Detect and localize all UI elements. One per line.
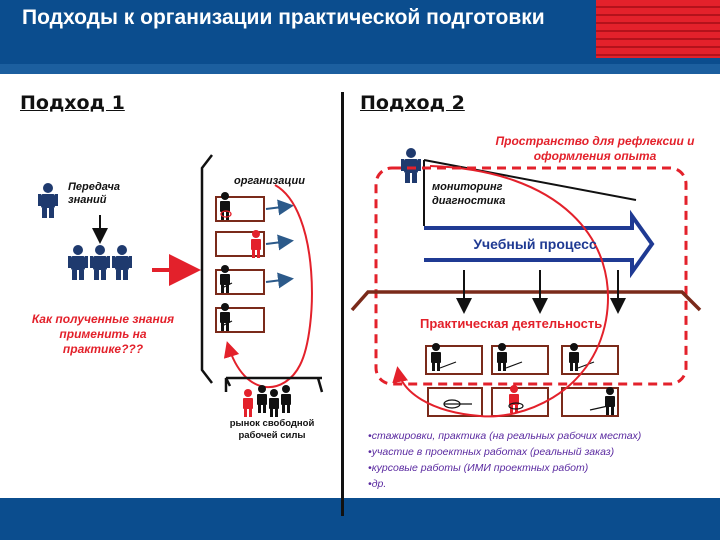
org-arrow-3 bbox=[265, 272, 294, 289]
teacher-icon bbox=[38, 183, 58, 218]
approach1-heading: Подход 1 bbox=[20, 92, 125, 114]
question-text: Как полученные знания применить на практ… bbox=[31, 312, 175, 356]
monitoring-label: мониторинг диагностика bbox=[432, 181, 506, 207]
center-divider bbox=[341, 92, 344, 516]
process-arrow bbox=[424, 209, 655, 279]
header-underline bbox=[0, 64, 720, 74]
org-arrow-2 bbox=[265, 234, 294, 251]
practice-box-4 bbox=[427, 387, 483, 417]
transfer-label: Передача знаний bbox=[68, 181, 121, 206]
org-box-3 bbox=[215, 265, 265, 295]
practice-box-2 bbox=[491, 343, 549, 375]
market-bracket bbox=[224, 376, 324, 393]
teacher-icon-2 bbox=[401, 148, 421, 183]
orgs-bracket bbox=[200, 154, 213, 384]
reflection-box bbox=[374, 166, 688, 386]
practice-label: Практическая деятельность bbox=[420, 316, 603, 331]
footer-bar bbox=[0, 498, 720, 540]
students-group-icon bbox=[68, 245, 132, 280]
practice-box-6 bbox=[561, 387, 619, 417]
practice-box-3 bbox=[561, 343, 619, 375]
reflection-label: Пространство для рефлексии и оформления … bbox=[495, 134, 695, 163]
org-box-2 bbox=[215, 230, 265, 258]
cycle-loop-1 bbox=[223, 184, 313, 388]
market-label: рынок свободной рабочей силы bbox=[229, 418, 315, 441]
bullet-item: •стажировки, практика (на реальных рабоч… bbox=[368, 430, 642, 442]
org-box-4 bbox=[215, 303, 265, 333]
logo bbox=[596, 0, 720, 58]
page-title: Подходы к организации практической подго… bbox=[22, 6, 545, 29]
practice-bracket bbox=[350, 290, 702, 312]
process-label: Учебный процесс bbox=[473, 236, 597, 252]
bullet-item: •курсовые работы (ИМИ проектных работ) bbox=[368, 462, 589, 474]
org-label: организации bbox=[234, 175, 305, 187]
practice-box-1 bbox=[425, 343, 483, 375]
cycle-loop-2 bbox=[392, 165, 609, 418]
approach2-heading: Подход 2 bbox=[360, 92, 465, 114]
bullet-item: •участие в проектных работах (реальный з… bbox=[368, 446, 615, 458]
org-arrow-1 bbox=[265, 199, 294, 216]
market-people-icon bbox=[243, 385, 291, 417]
bullet-item: •др. bbox=[368, 478, 387, 490]
org-box-1 bbox=[215, 192, 265, 222]
